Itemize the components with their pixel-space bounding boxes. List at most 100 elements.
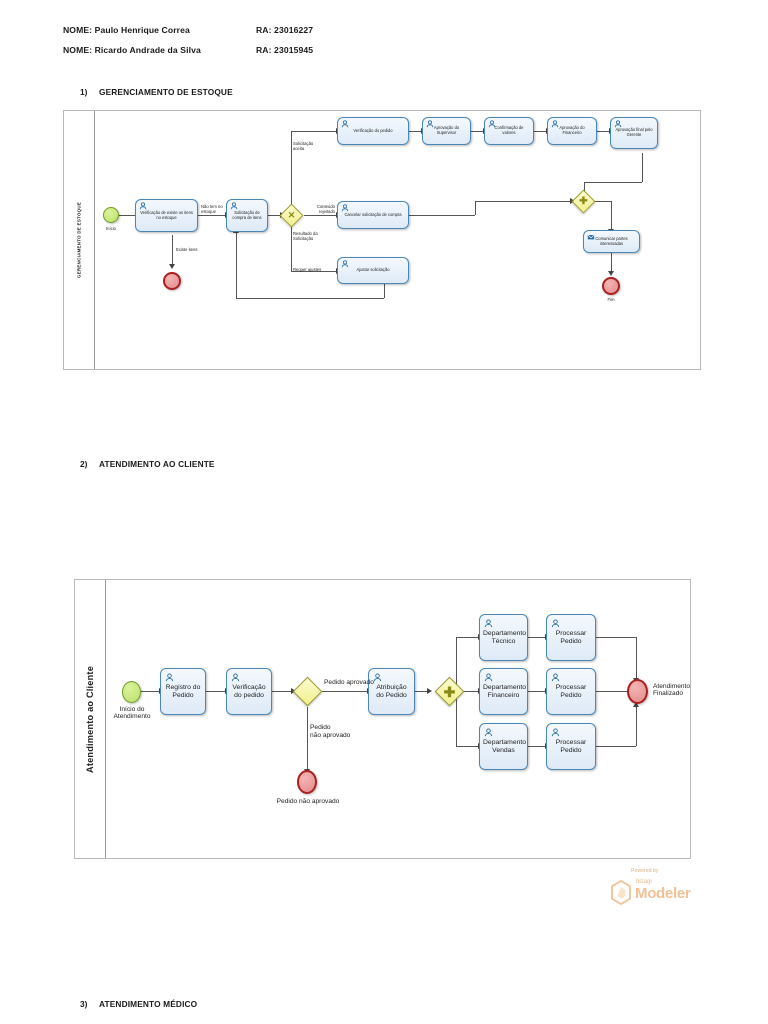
task-departamento-tecnico[interactable]: Departamento Técnico (479, 614, 528, 661)
student-ra-1: RA: 23016227 (256, 25, 314, 35)
parallel-gateway-icon: ✚ (579, 195, 588, 207)
flow-a6-to-a7 (528, 691, 546, 692)
task-label: Processar Pedido (555, 629, 587, 645)
task-label: Registro do Pedido (165, 683, 201, 699)
flow-t1-to-t2 (198, 215, 226, 216)
task-ajustar-solicitacao[interactable]: Ajustar solicitação (337, 257, 409, 284)
flow-parallel-to-a6 (450, 691, 479, 692)
flow-t2-to-g1 (268, 215, 282, 216)
arrowhead (608, 271, 614, 276)
task-label: Verificação do pedido (353, 127, 393, 133)
task-label: Departamento Técnico (483, 629, 527, 645)
task-processar-pedido-vendas[interactable]: Processar Pedido (546, 723, 596, 770)
flow-t9-loop-down (384, 284, 385, 298)
task-solicitacao-compra[interactable]: Solicitação de compra de itens (226, 199, 268, 232)
flow-label-pedido-nao-aprovado: Pedido não aprovado (310, 724, 351, 739)
flow-label-resultado-solicitacao: Resultado da Solicitação (293, 231, 318, 242)
flow-parallel-to-a4 (456, 637, 479, 638)
flow-t6-to-t7 (597, 131, 610, 132)
task-processar-pedido-tecnico[interactable]: Processar Pedido (546, 614, 596, 661)
flow-g2-to-t10 (611, 201, 612, 230)
user-task-icon (484, 728, 493, 737)
section-3-number: 3) (80, 999, 88, 1009)
flow-gateway-to-a3 (322, 691, 368, 692)
user-task-icon (139, 202, 147, 210)
user-task-icon (341, 204, 349, 212)
end-event-fim[interactable] (602, 277, 620, 295)
flow-a2-to-gateway (272, 691, 293, 692)
parallel-gateway-join[interactable]: ✚ (571, 189, 596, 214)
bizagi-hex-icon (611, 880, 631, 905)
diagram1-canvas: Início Fim ✕ ✚ Verificação de existe os … (64, 111, 700, 369)
task-registro-pedido[interactable]: Registro do Pedido (160, 668, 206, 715)
task-confirmacao-valores[interactable]: Confirmação de valores (484, 117, 534, 145)
task-departamento-vendas[interactable]: Departamento Vendas (479, 723, 528, 770)
flow-label-nao-tem-estoque: Não tem no estoque (201, 204, 223, 215)
flow-t8-right (409, 215, 475, 216)
exclusive-gateway-resultado[interactable]: ✕ (279, 203, 304, 228)
flow-t4-to-t5 (471, 131, 484, 132)
task-label: Processar Pedido (555, 683, 587, 699)
lane-divider (94, 111, 95, 369)
task-verificacao-pedido[interactable]: Verificação do pedido (226, 668, 272, 715)
student-name-2: NOME: Ricardo Andrade da Silva (63, 45, 201, 55)
bpmn-diagram-atendimento-cliente: Atendimento ao Cliente (74, 579, 691, 859)
task-aprovacao-final-gerente[interactable]: Aprovação final pelo Gerente (610, 117, 658, 149)
task-processar-pedido-financeiro[interactable]: Processar Pedido (546, 668, 596, 715)
exclusive-gateway-pedido[interactable] (292, 676, 323, 707)
task-verificacao-estoque[interactable]: Verificação de existe os itens no estoqu… (135, 199, 198, 232)
flow-a3-to-parallel (415, 691, 428, 692)
arrowhead (427, 688, 432, 694)
task-verificacao-pedido[interactable]: Verificação do pedido (337, 117, 409, 145)
flow-t5-to-t6 (534, 131, 547, 132)
parallel-gateway-split[interactable]: ✚ (434, 676, 465, 707)
task-cancelar-solicitacao[interactable]: Cancelar solicitação de compra (337, 201, 409, 229)
task-label: Cancelar solicitação de compra (344, 211, 402, 217)
user-task-icon (484, 619, 493, 628)
section-2-title: ATENDIMENTO AO CLIENTE (99, 459, 215, 469)
parallel-gateway-icon: ✚ (443, 683, 456, 700)
flow-label-requer-ajustes: Requer ajustes (293, 267, 322, 272)
task-comunicar-partes[interactable]: Comunicar partes interessadas (583, 230, 640, 253)
section-3-title: ATENDIMENTO MÉDICO (99, 999, 198, 1009)
task-atribuicao-pedido[interactable]: Atribuição do Pedido (368, 668, 415, 715)
watermark-powered-by: Powered by (631, 868, 659, 874)
flow-t8-up (475, 201, 476, 215)
end-event-existe-itens[interactable] (163, 272, 181, 290)
exclusive-gateway-icon (298, 682, 317, 701)
task-aprovacao-supervisor[interactable]: Aprovação do Supervisor (422, 117, 471, 145)
flow-start-to-t1 (117, 215, 135, 216)
task-label: Verificação de existe os itens no estoqu… (140, 209, 193, 220)
diagram2-canvas: Início do Atendimento Pedido não aprovad… (75, 580, 690, 858)
flow-parallel-up (456, 637, 457, 691)
flow-a4-to-a5 (528, 637, 546, 638)
end-event-pedido-nao-aprovado[interactable] (297, 770, 317, 794)
user-task-icon (230, 202, 238, 210)
flow-g2-right (584, 201, 611, 202)
user-task-icon (231, 673, 240, 682)
start-event-inicio[interactable] (103, 207, 119, 223)
task-label: Aprovação final pelo Gerente (615, 127, 653, 137)
end-event-pedido-nao-aprovado-label: Pedido não aprovado (276, 798, 340, 805)
flow-g1-up (291, 131, 292, 215)
flow-a5-to-merge (596, 637, 636, 638)
task-aprovacao-financeiro[interactable]: Aprovação do Financeiro (547, 117, 597, 145)
start-event-atendimento[interactable] (122, 681, 141, 703)
watermark-brand: bizagi (636, 879, 652, 885)
start-event-atendimento-label: Início do Atendimento (113, 706, 151, 720)
flow-a9-to-merge (596, 746, 636, 747)
end-event-fim-label: Fim (607, 297, 615, 302)
bpmn-diagram-gerenciamento-estoque: GERENCIAMENTO DE ESTOQUE (63, 110, 701, 370)
flow-t9-loop-up (236, 233, 237, 298)
end-event-atendimento-finalizado[interactable] (627, 679, 648, 704)
flow-a1-to-a2 (206, 691, 226, 692)
task-label: Atribuição do Pedido (376, 683, 407, 699)
flow-t3-to-t4 (409, 131, 422, 132)
user-task-icon (551, 673, 560, 682)
flow-g1-down (291, 215, 292, 271)
send-task-icon (587, 234, 595, 240)
task-departamento-financeiro[interactable]: Departamento Financeiro (479, 668, 528, 715)
flow-label-existe-itens: Existe itens (176, 247, 198, 252)
task-label: Confirmação de valores (494, 125, 524, 135)
flow-label-solicitacao-aceita: Solicitação aceita (293, 141, 314, 152)
